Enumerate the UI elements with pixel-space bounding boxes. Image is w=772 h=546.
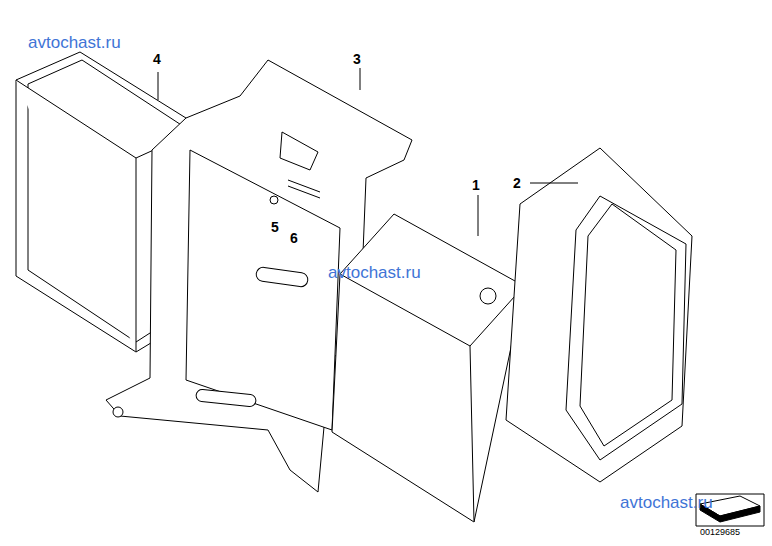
callout-number: 4 bbox=[153, 52, 161, 66]
callout-number: 5 bbox=[271, 220, 279, 234]
callout-number: 3 bbox=[353, 52, 361, 66]
watermark: avtochast.ru bbox=[620, 494, 713, 511]
callout-number: 1 bbox=[472, 178, 480, 192]
mounting-frame bbox=[506, 148, 692, 482]
watermark: avtochast.ru bbox=[28, 34, 121, 51]
callout-number: 2 bbox=[513, 176, 521, 190]
watermark: avtochast.ru bbox=[328, 264, 421, 281]
electronic-module bbox=[332, 214, 524, 522]
diagram-code: 00129685 bbox=[700, 528, 740, 537]
callout-number: 6 bbox=[290, 231, 298, 245]
